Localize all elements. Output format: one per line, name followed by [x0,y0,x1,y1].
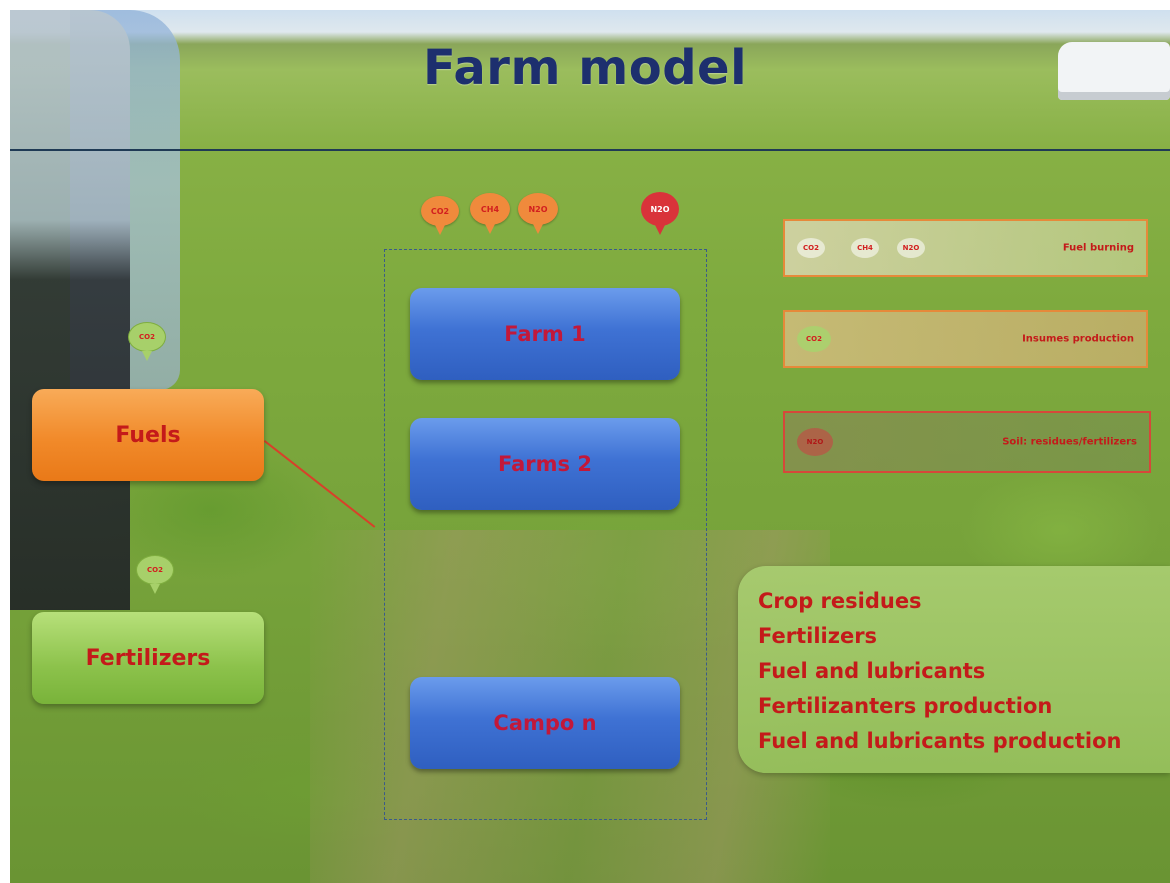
farm-2-box[interactable]: Farms 2 [410,418,680,510]
legend-co2-bubble: CO2 [797,238,825,258]
legend-ch4-bubble: CH4 [851,238,879,258]
emission-sources-panel: Crop residues Fertilizers Fuel and lubri… [738,566,1170,773]
person-foreground [10,10,130,610]
list-item: Fertilizers [758,624,878,648]
legend-soil-residues: N2O Soil: residues/fertilizers [783,411,1151,473]
list-item: Fertilizanters production [758,694,1053,718]
bubble-tail [533,224,543,234]
legend-co2-bubble: CO2 [797,326,831,352]
fertilizers-co2-bubble-label: CO2 [136,555,174,585]
legend-n2o-bubble: N2O [897,238,925,258]
slide-title: Farm model [422,40,748,96]
van-image [1058,42,1170,100]
bubble-tail [150,584,160,594]
list-item: Fuel and lubricants production [758,729,1122,753]
co2-bubble-label: CO2 [421,196,459,226]
legend-soil-residues-label: Soil: residues/fertilizers [1002,436,1137,448]
legend-fuel-burning: CO2 CH4 N2O Fuel burning [783,219,1148,277]
fertilizers-co2-bubble: CO2 [136,555,174,594]
fuels-box[interactable]: Fuels [32,389,264,481]
fuels-co2-bubble: CO2 [128,322,166,361]
farm-group-box [384,249,707,820]
bubble-tail [655,225,665,235]
ch4-bubble-label: CH4 [470,193,510,225]
farm-1-box[interactable]: Farm 1 [410,288,680,380]
bubble-tail [435,225,445,235]
list-item: Crop residues [758,589,922,613]
legend-n2o-bubble: N2O [797,428,833,456]
bubble-tail [485,224,495,234]
n2o-bubble-label: N2O [518,193,558,225]
legend-insumes-production-label: Insumes production [1022,333,1134,345]
legend-fuel-burning-label: Fuel burning [1062,242,1134,254]
bubble-tail [142,351,152,361]
co2-bubble: CO2 [421,196,459,235]
farm-n-box[interactable]: Campo n [410,677,680,769]
list-item: Fuel and lubricants [758,659,986,683]
legend-insumes-production: CO2 Insumes production [783,310,1148,368]
ch4-bubble: CH4 [470,193,510,234]
fertilizers-box[interactable]: Fertilizers [32,612,264,704]
title-rule [10,149,1170,151]
emission-sources-list: Crop residues Fertilizers Fuel and lubri… [738,566,1170,759]
n2o-bubble: N2O [518,193,558,234]
n2o-red-bubble: N2O [641,192,679,235]
n2o-red-bubble-label: N2O [641,192,679,226]
fuels-co2-bubble-label: CO2 [128,322,166,352]
